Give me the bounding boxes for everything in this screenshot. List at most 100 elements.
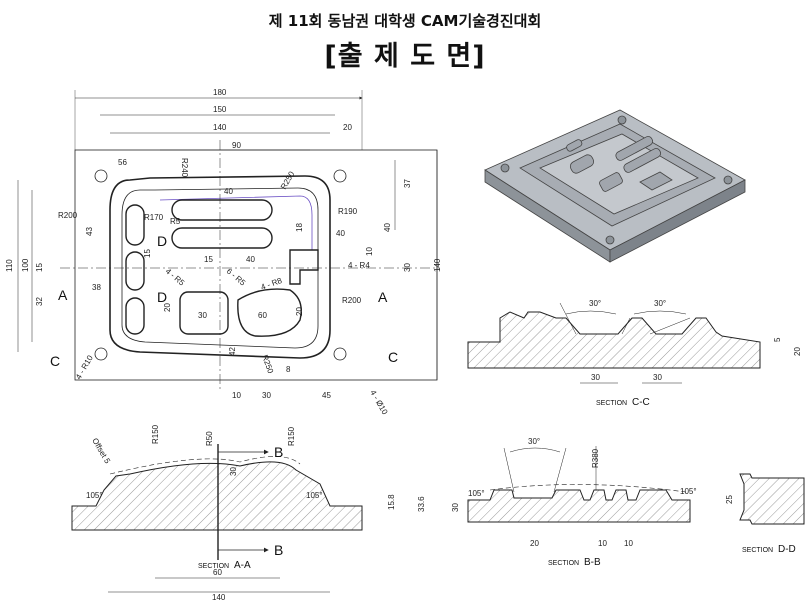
aa-angle-right: 105° [306,491,323,500]
aa-offset: Offset 5 [90,437,112,466]
hole-tr [333,169,347,183]
dd-caption-letter: D-D [778,544,796,555]
dim-56: 56 [118,158,127,167]
dim-100: 100 [21,258,30,272]
bb-angle-right: 105° [680,487,697,496]
section-cc: 30° 30° 30 30 5 20 SECTION C-C [467,299,802,408]
radius-r190: R190 [338,207,358,216]
dim-110: 110 [5,259,14,272]
cc-angle-2: 30° [654,299,666,308]
cc-caption-letter: C-C [632,397,650,408]
inner-dim-30: 30 [198,311,207,320]
hole-4-d10: 4 - Ø10 [368,389,389,417]
cc-dim-20: 20 [793,347,802,356]
radius-r5: R5 [170,217,181,226]
dim-45-bottom: 45 [322,391,331,400]
cc-angle-1: 30° [589,299,601,308]
dd-dim-25: 25 [725,495,734,504]
bb-dim-10-a: 10 [598,539,607,548]
aa-dim-33-6: 33.6 [417,496,426,512]
section-letter-a-left: A [58,287,68,303]
dim-140-right: 140 [433,258,442,272]
inner-dim-20-b: 20 [295,307,304,316]
dim-90: 90 [232,141,241,150]
radius-r200-left: R200 [58,211,78,220]
plan-dims-left: 110 100 43 15 32 38 [5,227,101,306]
dd-caption-label: SECTION [742,547,773,554]
dim-30-bottom: 30 [262,391,271,400]
pocket-square [179,291,229,335]
dim-8-bottom: 8 [286,365,291,374]
radius-6-r5: 6 - R5 [225,267,248,288]
section-letter-d-bottom: D [157,289,167,305]
bb-angle-left: 105° [468,489,485,498]
aa-dim-60: 60 [213,568,222,577]
inner-dim-40-c: 40 [246,255,255,264]
cc-dim-30-a: 30 [591,373,600,382]
section-bb: 30° R380 105° 105° 30 20 10 10 SECTION B… [451,437,697,568]
slot-left-1 [125,204,145,246]
section-letter-c-left: C [50,353,60,369]
aa-r150-left: R150 [151,424,160,444]
inner-dim-15-b: 15 [143,249,152,258]
hole-br [333,347,347,361]
aa-dim-140: 140 [212,593,226,602]
slot-2 [171,227,273,249]
dim-10-right: 10 [365,247,374,256]
aa-r150-right: R150 [287,426,296,446]
section-letter-c-right: C [388,349,398,365]
bb-dim-10-b: 10 [624,539,633,548]
inner-dim-20-a: 20 [163,303,172,312]
plan-dims-right: 37 40 18 30 10 140 [295,179,442,272]
slot-1 [171,199,273,221]
dim-180: 180 [213,88,227,97]
section-dd: 25 SECTION D-D [725,473,805,555]
dim-37: 37 [403,179,412,188]
aa-angle-left: 105° [86,491,103,500]
cc-dim-30-b: 30 [653,373,662,382]
pocket-outer [109,175,331,359]
aa-dim-30: 30 [229,467,238,476]
aa-dim-15-8: 15.8 [387,494,396,510]
inner-dim-40-b: 40 [336,229,345,238]
bb-caption-label: SECTION [548,560,579,567]
plan-inner-dims: 40 40 15 40 30 60 20 20 15 [143,187,345,320]
dim-20: 20 [343,123,352,132]
aa-caption-letter: A-A [234,560,251,571]
aa-caption-label: SECTION [198,563,229,570]
plate-outline [74,149,438,381]
section-aa: Offset 5 R150 R50 R150 105° 105° 30 15.8… [71,424,426,602]
inner-dim-15: 15 [204,255,213,264]
aa-letter-b-top: B [274,444,283,460]
plan-view [17,90,440,390]
bb-dim-20: 20 [530,539,539,548]
hole-bl [94,347,108,361]
section-letter-a-right: A [378,289,388,305]
slot-left-2 [125,251,145,291]
drawing-subtitle: [출 제 도 면] [324,41,486,72]
inner-dim-40-a: 40 [224,187,233,196]
cc-caption-label: SECTION [596,400,627,407]
section-letter-d-top: D [157,233,167,249]
dim-150: 150 [213,105,227,114]
plan-section-letters: D D A A C C [50,233,398,369]
plan-dims-top: 180 150 140 90 20 56 [118,88,352,167]
bb-dim-30: 30 [451,503,460,512]
dim-40-right: 40 [383,223,392,232]
dim-43: 43 [85,227,94,236]
aa-r50: R50 [205,431,214,446]
pocket-oval [237,288,302,337]
bb-caption-letter: B-B [584,557,601,568]
bb-r380: R380 [591,448,600,468]
pocket-notch [289,249,319,285]
radius-r170: R170 [144,213,164,222]
plan-dims-bottom: 10 30 45 42 8 [228,347,331,400]
radius-4-r5: 4 - R5 [164,267,187,288]
dim-140: 140 [213,123,227,132]
dim-10-bottom: 10 [232,391,241,400]
dim-18: 18 [295,223,304,232]
radius-r240: R240 [180,158,189,178]
aa-letter-b-bottom: B [274,542,283,558]
bb-angle: 30° [528,437,540,446]
